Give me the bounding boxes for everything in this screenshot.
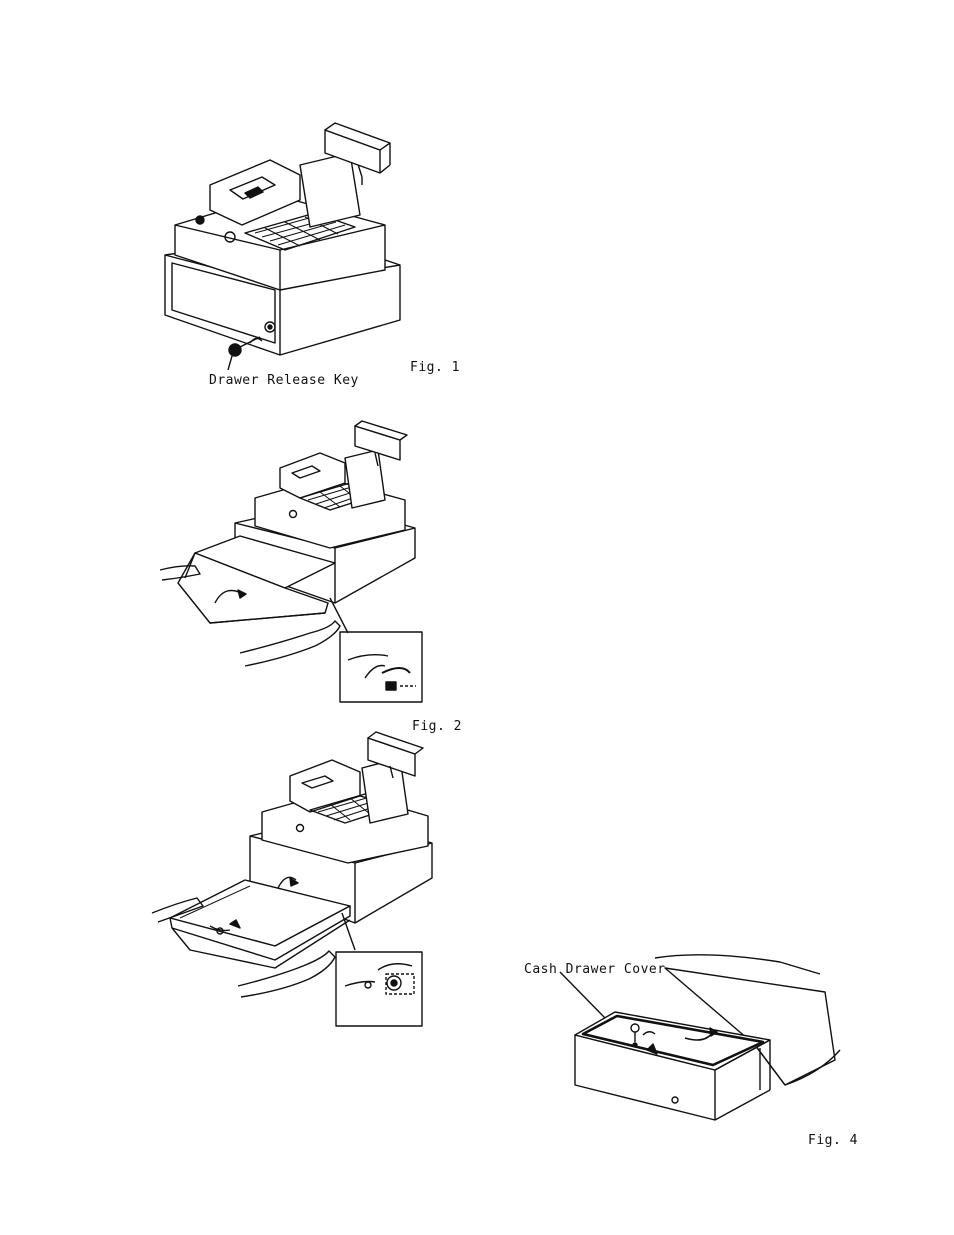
fig3-illustration <box>150 728 460 1028</box>
fig2-illustration <box>150 418 460 708</box>
fig4-illustration <box>555 950 850 1145</box>
fig1-label: Fig. 1 <box>410 360 460 375</box>
drawer-release-key-callout: Drawer Release Key <box>209 373 359 388</box>
fig1-illustration <box>150 115 445 370</box>
fig4-label: Fig. 4 <box>808 1133 858 1148</box>
cash-drawer-cover-callout: Cash Drawer Cover <box>524 962 666 977</box>
